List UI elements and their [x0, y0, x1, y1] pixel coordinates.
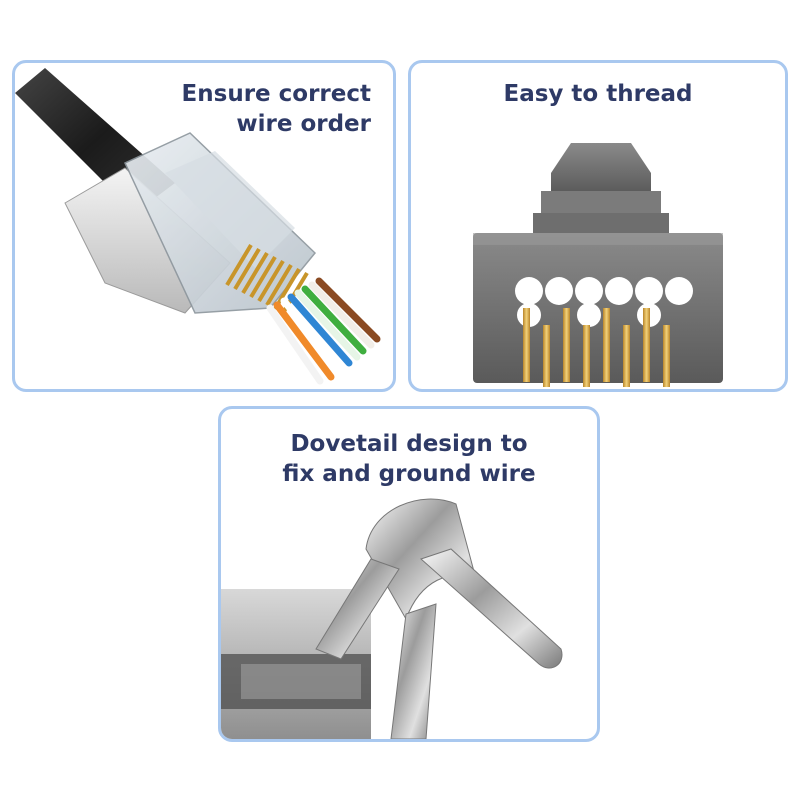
gold-pins — [523, 308, 670, 387]
panel-wire-order: Ensure correct wire order — [12, 60, 396, 392]
title-line: Ensure correct — [181, 81, 371, 107]
rj45-cable-illustration — [15, 68, 381, 385]
title-line: Easy to thread — [503, 81, 693, 107]
clip-right-leg — [420, 548, 563, 669]
latch — [551, 143, 651, 193]
title-line: fix and ground wire — [282, 461, 536, 487]
colored-wires — [266, 277, 381, 385]
wire-order-title: Ensure correct wire order — [182, 79, 371, 139]
panel-dovetail: Dovetail design to fix and ground wire — [218, 406, 600, 742]
clip-left-leg — [315, 558, 400, 660]
title-line: wire order — [236, 111, 371, 137]
dovetail-clip-illustration — [221, 498, 563, 739]
rj45-front-illustration — [473, 143, 723, 387]
title-line: Dovetail design to — [290, 431, 528, 457]
dovetail-title: Dovetail design to fix and ground wire — [221, 429, 597, 489]
panel-easy-thread: Easy to thread — [408, 60, 788, 392]
clip-front-leg — [390, 603, 437, 739]
easy-thread-title: Easy to thread — [411, 79, 785, 109]
